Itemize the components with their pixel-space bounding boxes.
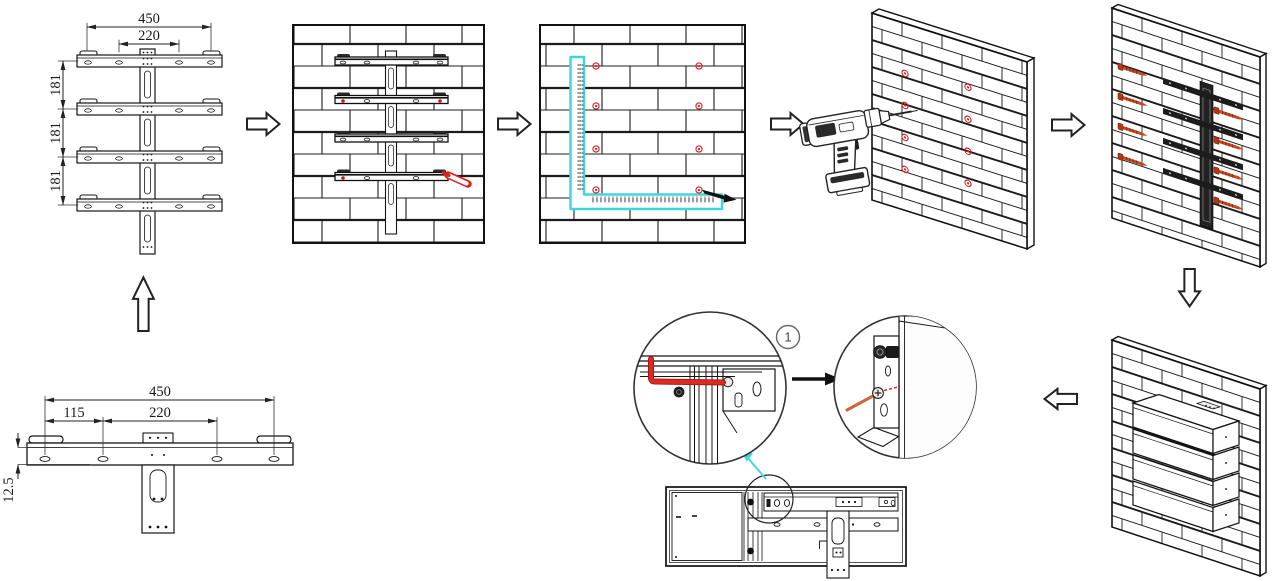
dim-bracket-flange-label: 12.5: [1, 477, 17, 502]
marked-hole-dot: [341, 99, 345, 103]
rear-center-bracket: [819, 510, 850, 579]
detail-source-circle: [744, 474, 794, 524]
bracket-single-front-view: 450 115 220 12.5: [1, 384, 294, 534]
marked-hole-dot: [341, 176, 345, 180]
ruler-ticks-vertical: [577, 62, 584, 192]
rear-top-rail: [763, 492, 899, 512]
power-drill-icon: [799, 107, 918, 196]
step-arrow-3: [770, 112, 805, 136]
ruler-ticks-horizontal: [590, 196, 714, 203]
battery-module: [1132, 402, 1240, 455]
assembly-dimensions: [57, 22, 212, 206]
dim-spacing-label-1: 181: [48, 74, 64, 96]
wall-drill-point-layout: [539, 24, 746, 244]
assembly-on-wall: [334, 50, 449, 235]
step-arrow-down: [1178, 267, 1202, 308]
battery-stack: [1130, 393, 1242, 533]
step-arrow-2: [497, 112, 532, 136]
detail-callout-2: [833, 315, 977, 459]
callout-number-badge: [775, 324, 801, 350]
dim-spacing-label-3: 181: [48, 170, 64, 192]
rear-mid-bar: [747, 517, 899, 532]
step-arrow-4: [1051, 113, 1086, 137]
dim-bracket-inner-label: 220: [149, 405, 171, 421]
marker-pen-icon: [441, 170, 472, 188]
mounting-rails: [1163, 77, 1243, 201]
hex-bolt: [673, 386, 685, 398]
door-knob: [747, 498, 754, 506]
dim-bracket-left-label: 115: [63, 405, 84, 421]
battery-module: [1132, 480, 1240, 533]
wall-drilling-step: [799, 8, 1036, 251]
bracket-plate: [141, 464, 175, 534]
level-ruler-icon: [569, 55, 724, 211]
wall-side-face: [1259, 384, 1267, 578]
battery-module: [1132, 454, 1240, 507]
wall-side-face: [1259, 52, 1267, 269]
detail-step-arrow: [792, 372, 841, 386]
bracket-rail: [26, 432, 294, 466]
assembly-rails: [76, 50, 223, 212]
cap-screw: [873, 345, 887, 359]
screwdriver-bit-icon: [845, 385, 901, 412]
battery-module: [1132, 428, 1240, 481]
bracket-assembly-front-view: 450 220 181 181 181: [48, 11, 223, 255]
dim-inner-width-label: 220: [138, 28, 160, 44]
wall-position-marking: [292, 24, 485, 244]
wall-side-face: [1026, 56, 1035, 251]
dim-bracket-total-label: 450: [149, 384, 171, 400]
step-arrow-1: [246, 112, 281, 136]
callout-number-label: 1: [784, 330, 791, 345]
marked-hole-dot: [438, 99, 442, 103]
step-arrow-up: [131, 275, 156, 333]
battery-installed-step: [1110, 335, 1268, 578]
rear-door-panel: [671, 492, 743, 561]
detail-callout-1: 1: [633, 311, 801, 465]
bracket-dimensions: [15, 396, 275, 479]
dim-spacing-label-2: 181: [48, 122, 64, 144]
door-knob: [747, 547, 754, 555]
battery-rear-view: [665, 474, 907, 579]
step-arrow-left: [1043, 387, 1078, 411]
dim-total-width-label: 450: [138, 11, 160, 27]
allen-key-icon: [648, 356, 726, 386]
wall-anchoring-step: [1110, 3, 1268, 269]
brick-wall-iso: [871, 11, 1028, 250]
pencil-icon: [702, 189, 737, 203]
